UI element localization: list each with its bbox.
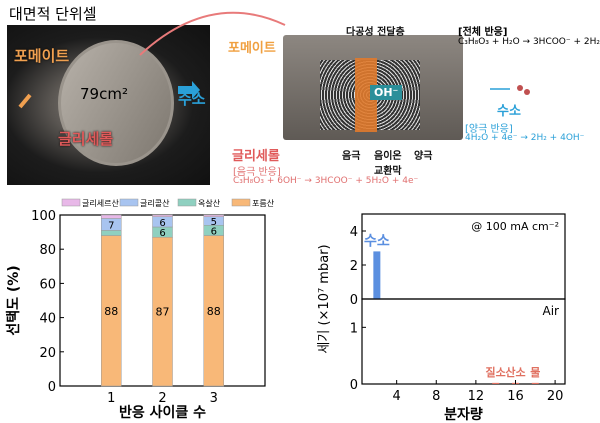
cell-disc xyxy=(58,40,174,166)
x-axis-label: 반응 사이클 수 xyxy=(119,404,206,421)
oh-ion-label: OH⁻ xyxy=(370,85,403,100)
bar xyxy=(373,251,381,299)
panel-annotation: Air xyxy=(543,304,560,318)
x-tick-label: 12 xyxy=(468,389,485,404)
x-tick-label: 8 xyxy=(432,389,440,404)
arrows-layer xyxy=(18,11,530,109)
positive-electrode-label: 양극 xyxy=(414,151,433,162)
hydrogen-out-arrow-icon xyxy=(178,81,200,99)
bar xyxy=(492,382,500,384)
bar-label: 6 xyxy=(159,228,165,239)
bar-segment xyxy=(152,214,173,217)
x-tick-label: 1 xyxy=(107,391,115,406)
y-tick-label: 60 xyxy=(39,277,56,292)
y-tick-label: 1 xyxy=(350,321,358,336)
photo-glycerol-label: 글리세롤 xyxy=(58,130,114,148)
legend-swatch xyxy=(177,198,197,207)
bar xyxy=(531,382,539,384)
y-tick-label: 20 xyxy=(39,346,56,361)
anode-reaction-title: [음극 반응] xyxy=(233,167,281,178)
bar-label: 6 xyxy=(159,218,165,229)
x-tick-label: 4 xyxy=(393,389,401,404)
bar-label: 산소 xyxy=(505,365,525,379)
bar-label: 수소 xyxy=(364,233,390,249)
y-axis-label: 선택도 (%) xyxy=(5,265,22,335)
formate-arrow-icon xyxy=(18,93,32,109)
legend-swatch xyxy=(231,198,251,207)
bar-label: 87 xyxy=(156,306,170,319)
photo-area-label: 79cm² xyxy=(80,85,128,103)
bar-segment xyxy=(101,214,122,219)
legend-swatch xyxy=(119,198,139,207)
bar-label: 물 xyxy=(530,366,540,379)
y-tick-label: 40 xyxy=(39,312,56,327)
x-tick-label: 3 xyxy=(210,391,218,406)
anode-reaction: C₃H₈O₃ + 6OH⁻ → 3HCOO⁻ + 5H₂O + 4e⁻ xyxy=(233,176,419,186)
legend-label: 옥살산 xyxy=(198,198,221,208)
x-tick-label: 16 xyxy=(507,389,524,404)
membrane-label: 음이온 교환막 xyxy=(374,151,402,177)
x-tick-label: 2 xyxy=(158,391,166,406)
y-tick-label: 4 xyxy=(350,225,358,240)
diagram-glycerol-label: 글리세롤 xyxy=(232,149,280,164)
legend-swatch xyxy=(61,198,81,207)
cathode-reaction-title: [양극 반응] xyxy=(465,124,513,135)
photo-formate-label: 포메이트 xyxy=(14,47,70,65)
y-axis-label: 세기 (×10⁷ mbar) xyxy=(317,244,332,353)
overall-reaction-title: [전체 반응] xyxy=(458,27,508,38)
bar-label: 6 xyxy=(211,226,217,237)
porous-layer-label: 다공성 전달층 xyxy=(346,27,405,38)
bar-label: 88 xyxy=(104,305,118,318)
bar-label: 질소 xyxy=(486,366,506,379)
legend-label: 글리세르산 xyxy=(82,198,119,208)
x-axis-label: 분자량 xyxy=(444,407,483,423)
photo-hydrogen-label: 수소 xyxy=(178,90,206,108)
cathode-reaction: 4H₂O + 4e⁻ → 2H₂ + 4OH⁻ xyxy=(465,133,585,143)
figure-title: 대면적 단위셀 xyxy=(9,5,97,23)
y-tick-label: 80 xyxy=(39,243,56,258)
y-tick-label: 0 xyxy=(48,380,56,395)
diagram-formate-label: 포메이트 xyxy=(228,41,276,56)
panel-annotation: @ 100 mA cm⁻² xyxy=(471,220,559,233)
legend-label: 글리콜산 xyxy=(140,198,170,208)
diagram-hydrogen-label: 수소 xyxy=(497,104,521,119)
bar-label: 7 xyxy=(108,220,114,231)
bar-segment xyxy=(203,214,224,217)
overall-reaction: C₃H₈O₃ + H₂O → 3HCOO⁻ + 2H₂ xyxy=(458,37,600,47)
legend-label: 포름산 xyxy=(252,198,275,208)
x-tick-label: 20 xyxy=(547,389,564,404)
bar-label: 88 xyxy=(207,305,221,318)
membrane-graphic xyxy=(355,58,377,132)
y-tick-label: 100 xyxy=(31,209,56,224)
panel-frame xyxy=(361,298,566,385)
y-tick-label: 0 xyxy=(350,293,358,308)
bar-label: 5 xyxy=(211,217,217,228)
y-tick-label: 2 xyxy=(350,259,358,274)
y-tick-label: 0 xyxy=(350,378,358,393)
negative-electrode-label: 음극 xyxy=(342,151,361,162)
link-arrow xyxy=(139,11,286,56)
